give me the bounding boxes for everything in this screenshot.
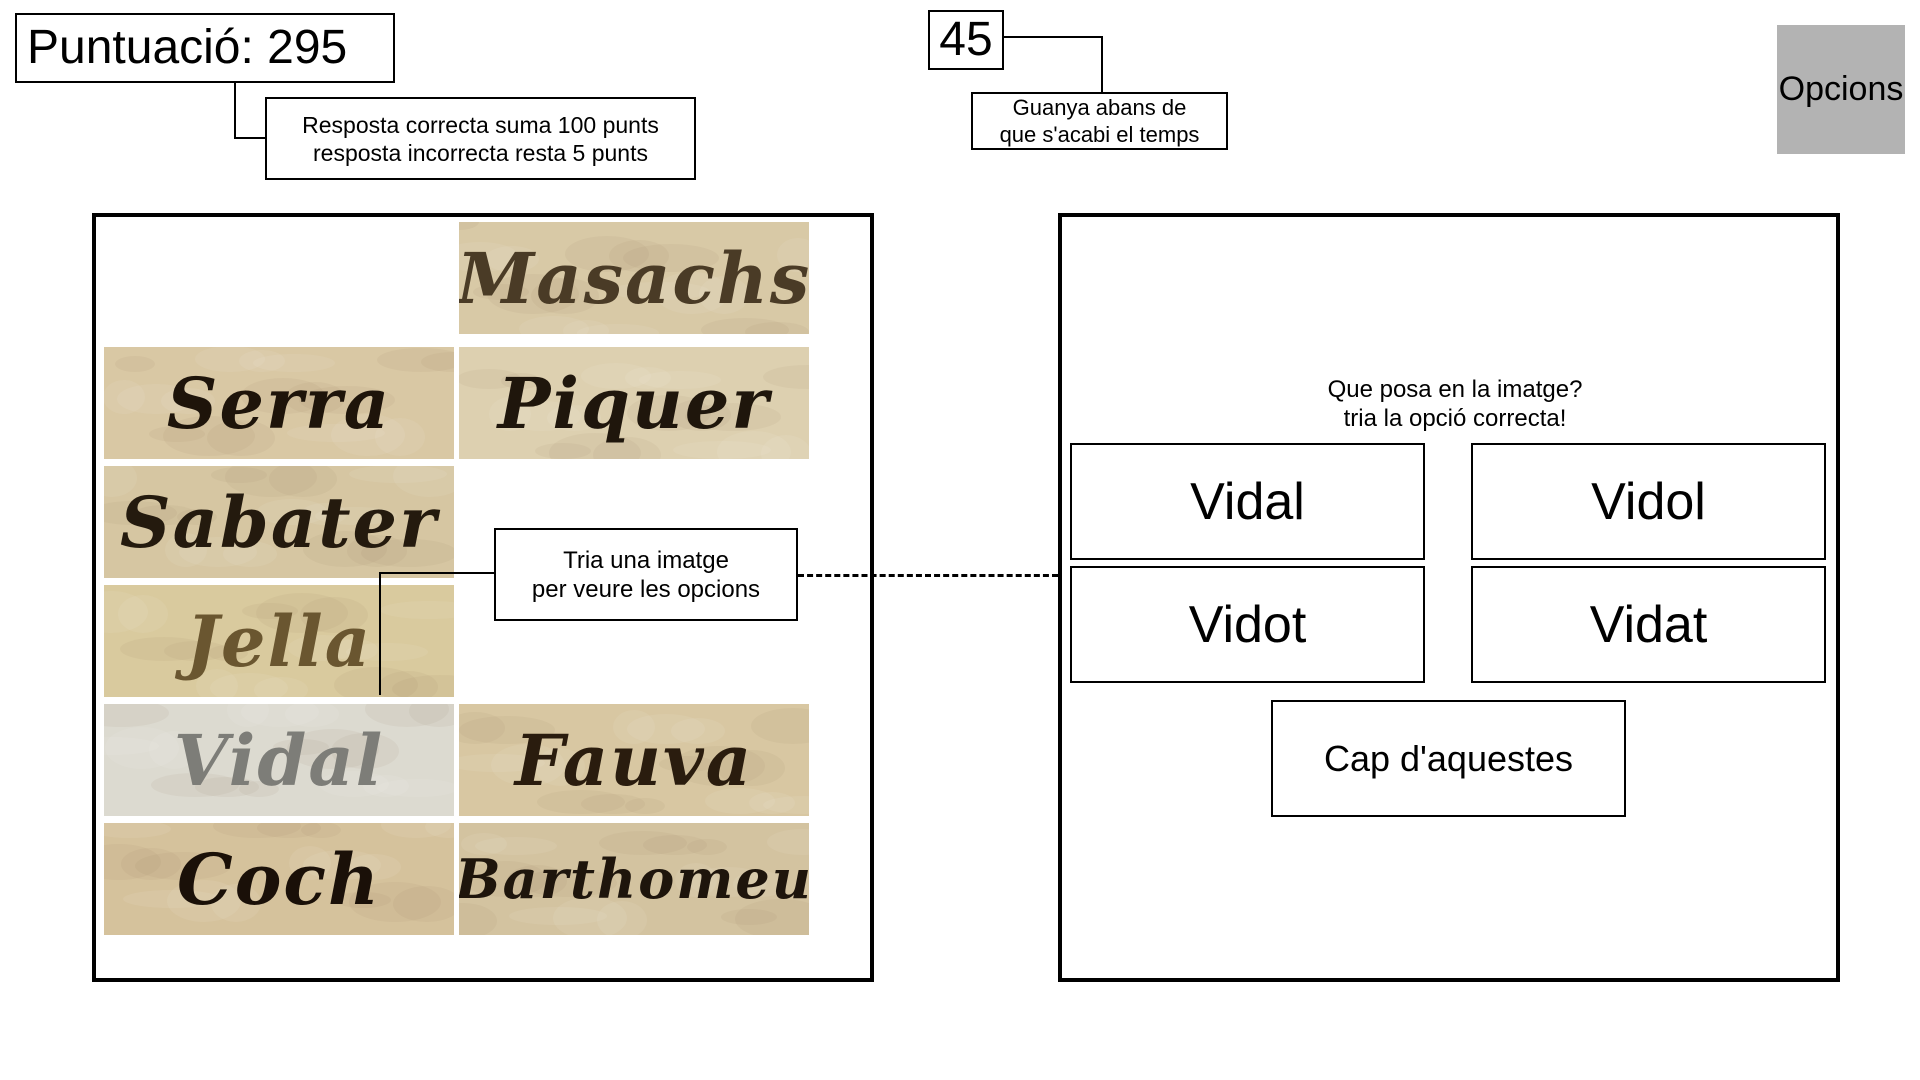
handwriting-image-tile[interactable]: Coch (104, 823, 454, 935)
timer-note-line: que s'acabi el temps (999, 122, 1200, 147)
handwriting-image-tile[interactable]: Piquer (459, 347, 809, 459)
handwritten-word: Fauva (514, 718, 754, 802)
score-connector (234, 137, 266, 139)
paper-texture (459, 829, 809, 935)
handwriting-image-tile[interactable]: Barthomeu (459, 823, 809, 935)
timer-connector (1101, 36, 1103, 93)
paper-texture (104, 704, 454, 797)
score-rules-note: Resposta correcta suma 100 punts respost… (265, 97, 696, 180)
paper-texture (104, 823, 454, 922)
question-line: Que posa en la imatge? (1327, 376, 1583, 403)
paper-texture (104, 466, 454, 567)
hint-connector (379, 572, 381, 695)
hint-dashed-connector (798, 574, 1058, 577)
handwritten-word: Serra (166, 361, 392, 445)
handwritten-word: Masachs (459, 236, 809, 320)
timer-note: Guanya abans de que s'acabi el temps (971, 92, 1228, 150)
question-prompt: Que posa en la imatge? tria la opció cor… (1260, 375, 1650, 435)
paper-texture (459, 363, 809, 459)
image-hint-note: Tria una imatge per veure les opcions (494, 528, 798, 621)
image-hint-line: per veure les opcions (531, 575, 761, 603)
paper-texture (459, 222, 809, 334)
answer-button-1[interactable]: Vidal (1070, 443, 1425, 560)
timer-display: 45 (928, 10, 1004, 70)
handwriting-image-tile[interactable]: Sabater (104, 466, 454, 578)
answer-button-2[interactable]: Vidol (1471, 443, 1826, 560)
options-button[interactable]: Opcions (1777, 25, 1905, 154)
answer-button-3[interactable]: Vidot (1070, 566, 1425, 683)
paper-texture (104, 347, 454, 456)
score-connector (234, 83, 236, 139)
score-rules-line: Resposta correcta suma 100 punts (302, 111, 659, 138)
answer-button-4[interactable]: Vidat (1471, 566, 1826, 683)
paper-texture (104, 591, 454, 697)
score-display: Puntuació: 295 (15, 13, 395, 83)
image-hint-line: Tria una imatge (563, 546, 729, 574)
handwriting-image-tile[interactable]: Vidal (104, 704, 454, 816)
handwritten-word: Sabater (120, 480, 438, 564)
handwritten-word: Coch (177, 837, 381, 921)
handwriting-image-tile[interactable]: Masachs (459, 222, 809, 334)
handwritten-word: Barthomeu (459, 847, 809, 911)
score-rules-line: resposta incorrecta resta 5 punts (313, 139, 648, 166)
handwritten-word: Piquer (497, 361, 771, 445)
handwriting-image-tile[interactable]: Serra (104, 347, 454, 459)
question-line: tria la opció correcta! (1343, 405, 1567, 432)
handwriting-image-tile[interactable]: Jella (104, 585, 454, 697)
paper-texture (459, 708, 809, 814)
none-of-these-button[interactable]: Cap d'aquestes (1271, 700, 1626, 817)
handwritten-word: Jella (185, 599, 373, 683)
hint-connector (379, 572, 495, 574)
timer-connector (1004, 36, 1102, 38)
handwritten-word: Vidal (173, 718, 385, 802)
timer-note-line: Guanya abans de (1012, 95, 1187, 120)
handwriting-image-tile[interactable]: Fauva (459, 704, 809, 816)
